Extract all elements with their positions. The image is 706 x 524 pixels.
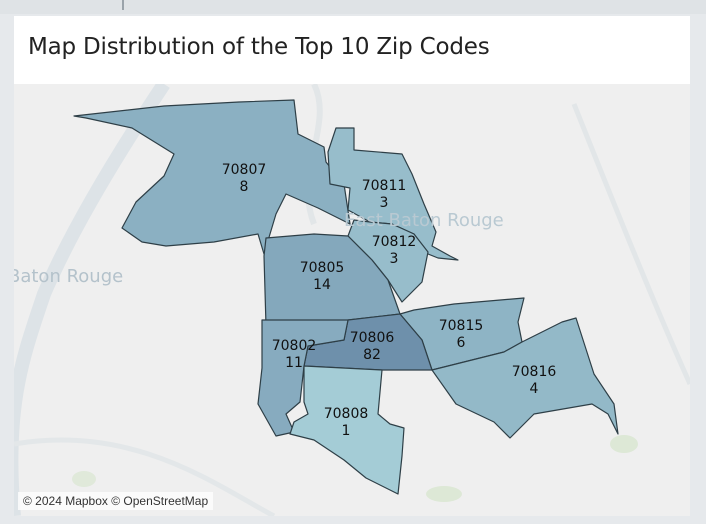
zip-label-70812: 70812 3 [372, 234, 417, 268]
place-label-east-baton-rouge: East Baton Rouge [344, 210, 504, 231]
dashboard-panel: Map Distribution of the Top 10 Zip Codes… [14, 16, 690, 516]
zip-count-text: 3 [379, 195, 389, 211]
park-patch [426, 486, 462, 502]
zip-label-70807: 70807 8 [222, 162, 267, 196]
zip-count-text: 8 [239, 179, 249, 195]
zip-code-text: 70802 [271, 338, 317, 354]
zip-count-text: 11 [285, 355, 303, 371]
zip-region-70816[interactable] [431, 317, 619, 439]
zip-code-text: 70806 [349, 330, 395, 346]
zip-label-70802: 70802 11 [272, 338, 317, 372]
zip-count-text: 6 [456, 335, 466, 351]
scroll-tick [122, 0, 124, 10]
park-patch [610, 435, 638, 453]
zip-code-text: 70812 [371, 234, 417, 250]
place-label-baton-rouge: Baton Rouge [14, 266, 124, 287]
zip-region-70802[interactable] [257, 319, 349, 437]
page-title: Map Distribution of the Top 10 Zip Codes [28, 34, 490, 60]
zip-label-70808: 70808 1 [324, 406, 369, 440]
zip-label-70805: 70805 14 [300, 260, 345, 294]
zip-code-text: 70805 [299, 260, 345, 276]
map-canvas [14, 84, 690, 516]
zip-count-text: 4 [529, 381, 539, 397]
park-patch [72, 471, 96, 487]
zip-region-70807[interactable] [73, 99, 351, 255]
zip-code-text: 70808 [323, 406, 369, 422]
zip-code-text: 70816 [511, 364, 557, 380]
road-shape [14, 437, 276, 516]
zip-code-text: 70807 [221, 162, 267, 178]
river-shape [14, 84, 170, 516]
top-strip [0, 0, 706, 14]
zip-label-70806: 70806 82 [350, 330, 395, 364]
zip-label-70811: 70811 3 [362, 178, 407, 212]
road-shape [571, 103, 690, 386]
zip-label-70815: 70815 6 [439, 318, 484, 352]
zip-count-text: 82 [363, 347, 381, 363]
zip-code-map[interactable]: East Baton Rouge Baton Rouge 70807 8 708… [14, 84, 690, 516]
zip-count-text: 14 [313, 277, 331, 293]
map-attribution[interactable]: © 2024 Mapbox © OpenStreetMap [18, 492, 214, 510]
zip-label-70816: 70816 4 [512, 364, 557, 398]
zip-code-text: 70815 [438, 318, 484, 334]
zip-count-text: 3 [389, 251, 399, 267]
zip-region-70808[interactable] [289, 365, 405, 495]
zip-code-text: 70811 [361, 178, 407, 194]
zip-count-text: 1 [341, 423, 351, 439]
